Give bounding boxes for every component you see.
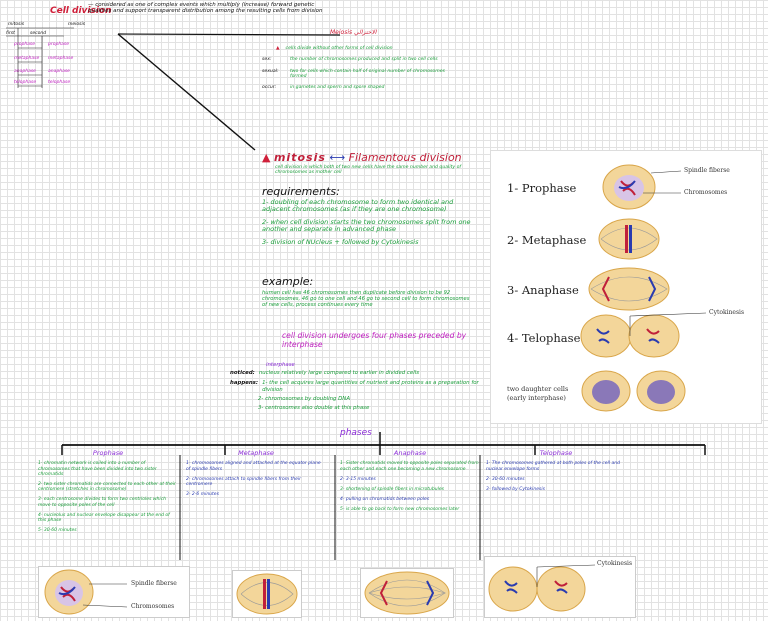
warning-triangle-icon: ▲	[276, 46, 280, 51]
mini-label-meiosis: meiosis	[68, 22, 86, 27]
mini-label-anaphase-1: anaphase	[14, 69, 36, 74]
interphase-title: interphase	[266, 362, 295, 368]
mini-label-anaphase-2: anaphase	[48, 69, 70, 74]
phase-line: 2- 30-60 minutes	[486, 476, 525, 482]
anaphase-label: 3- Anaphase	[507, 283, 579, 297]
meiosis-row-key-2: sexual:	[262, 68, 279, 74]
phase-line: 1- chromatin network is coiled into a nu…	[38, 461, 157, 477]
phase-column-prophase: Prophase 1- chromatin network is coiled …	[38, 449, 178, 538]
example-note: cell division undergoes four phases prec…	[282, 331, 467, 349]
interphase-line-3: 3- centrosomes also double at this phase	[258, 405, 370, 412]
phases-heading: phases	[340, 428, 372, 438]
mitosis-title: mitosis	[273, 151, 326, 164]
example-text: human cell has 46 chromosomes then dupli…	[262, 290, 470, 308]
meiosis-row-value-1: the number of chromosomes produced and s…	[290, 57, 438, 63]
meiosis-intro: cells divide without other forms of cell…	[285, 46, 393, 51]
phase-line: 2- chromosomes attach to spindle fibers …	[186, 476, 302, 487]
meiosis-row-key-1: sex:	[262, 57, 272, 63]
requirements-heading: requirements:	[262, 185, 340, 198]
noticed-text: nucleus relatively large compared to ear…	[258, 370, 420, 377]
mini-label-telophase-1: telophase	[14, 80, 37, 85]
phase-line: 2- two sister chromatids are connected t…	[38, 481, 176, 493]
mini-label-metaphase-1: metaphase	[14, 56, 40, 61]
noticed-label: noticed:	[230, 370, 255, 377]
spindle-fiber-label: Spindle fiberse	[684, 167, 730, 174]
spindle-label-bottom: Spindle fiberse	[131, 580, 177, 587]
phase-line: 2- 3-15 minutes	[340, 476, 376, 482]
requirement-item-1: 1- doubling of each chromosome to form t…	[262, 198, 454, 214]
requirement-item-3: 3- division of NUcleus + followed by Cyt…	[262, 237, 419, 246]
phase-title: Prophase	[92, 449, 124, 457]
mini-label-prophase-2: prophase	[48, 42, 70, 47]
interphase-block: interphase noticed: nucleus relatively l…	[230, 362, 490, 411]
meiosis-row-value-3: in gametes and sperm and spore shaped	[290, 85, 385, 91]
mini-label-telophase-2: telophase	[48, 80, 71, 85]
double-arrow-icon: ⟷	[329, 151, 346, 164]
phase-column-anaphase: Anaphase 1- Sister chromatids moved to o…	[340, 449, 480, 518]
requirement-item-2: 2- when cell division starts the two chr…	[262, 217, 471, 234]
metaphase-label: 2- Metaphase	[507, 233, 587, 247]
prophase-label: 1- Prophase	[507, 181, 577, 195]
mitosis-heading: ▲ mitosis ⟷ Filamentous division	[262, 151, 462, 165]
example-heading: example:	[262, 275, 314, 288]
meiosis-notes: ▲ cells divide without other forms of ce…	[262, 46, 452, 96]
mini-label-mitosis: mitosis	[8, 22, 25, 27]
phase-column-telophase: Telophase 1- The chromosomes gathered at…	[486, 449, 626, 497]
phase-title: Anaphase	[393, 449, 427, 457]
mitosis-definition: cell division in which both of two new c…	[275, 165, 462, 176]
meiosis-row-value-2: two for cells which contain half of orig…	[290, 68, 445, 79]
phase-line: 4- nucleolus and nuclear envelope disapp…	[38, 512, 170, 523]
chromosomes-label: Chromosomes	[684, 189, 728, 196]
early-interphase-label: (early interphase)	[507, 394, 566, 402]
meiosis-title: Meiosis الاختزالي	[330, 29, 377, 36]
phase-line: 5- 30-60 minutes	[38, 528, 77, 534]
mini-division-diagram: mitosis meiosis first second prophase pr…	[4, 22, 114, 92]
phase-line: 3- shortening of spindle fibers in micro…	[340, 486, 444, 492]
warning-triangle-icon: ▲	[262, 151, 271, 164]
cytokinesis-label: Cytokinesis	[709, 309, 745, 316]
phase-line: 3- each centrosome divides to form two c…	[38, 497, 166, 508]
phase-line: 5- is able to go back to form new chromo…	[340, 507, 460, 513]
cytokinesis-label-bottom: Cytokinesis	[597, 560, 633, 567]
phases-figure-drawing	[580, 164, 707, 412]
anaphase-cell-image	[360, 568, 454, 618]
phase-line: 1- The chromosomes gathered at both pole…	[486, 461, 620, 472]
phase-line: 4- pulling on chromatids between poles	[340, 497, 430, 503]
mitosis-phases-figure: 1- Prophase 2- Metaphase 3- Anaphase 4- …	[490, 150, 762, 424]
phase-line: 1- Sister chromatids moved to opposite p…	[340, 461, 479, 472]
mini-diagram-lines	[6, 27, 74, 88]
mini-label-metaphase-2: metaphase	[48, 56, 74, 61]
mini-label-first: first	[6, 31, 15, 36]
happens-label: happens:	[230, 380, 259, 387]
telophase-cell-image: Cytokinesis	[484, 556, 636, 618]
telophase-label: 4- Telophase	[507, 331, 581, 345]
phase-title: Telophase	[539, 449, 573, 457]
happens-text: 1- the cell acquires large quantities of…	[262, 380, 479, 393]
metaphase-cell-image	[232, 570, 302, 618]
phase-title: Metaphase	[238, 449, 274, 457]
cell-division-title: Cell division	[50, 6, 112, 16]
cell-division-description: — considered as one of complex events wh…	[88, 2, 323, 15]
interphase-line-2: 2- chromosomes by doubling DNA	[258, 395, 351, 402]
prophase-cell-image: Spindle fiberse Chromosomes	[38, 566, 190, 618]
phase-line: 3- followed by Cytokinesis	[486, 486, 545, 492]
cell-division-label: Cell division	[50, 6, 112, 16]
meiosis-row-key-3: occur:	[262, 85, 277, 91]
daughter-cells-label: two daughter cells	[507, 385, 569, 393]
phase-line: 1- chromosomes aligned and attached at t…	[186, 461, 321, 472]
mini-label-prophase-1: prophase	[14, 42, 36, 47]
chromosomes-label-bottom: Chromosomes	[131, 603, 175, 610]
mitosis-alt-name: Filamentous division	[348, 151, 462, 164]
requirements-list: 1- doubling of each chromosome to form t…	[262, 198, 477, 251]
phase-column-metaphase: Metaphase 1- chromosomes aligned and att…	[186, 449, 326, 502]
mini-label-second: second	[30, 31, 47, 36]
phase-line: 3- 2-6 minutes	[186, 492, 219, 498]
